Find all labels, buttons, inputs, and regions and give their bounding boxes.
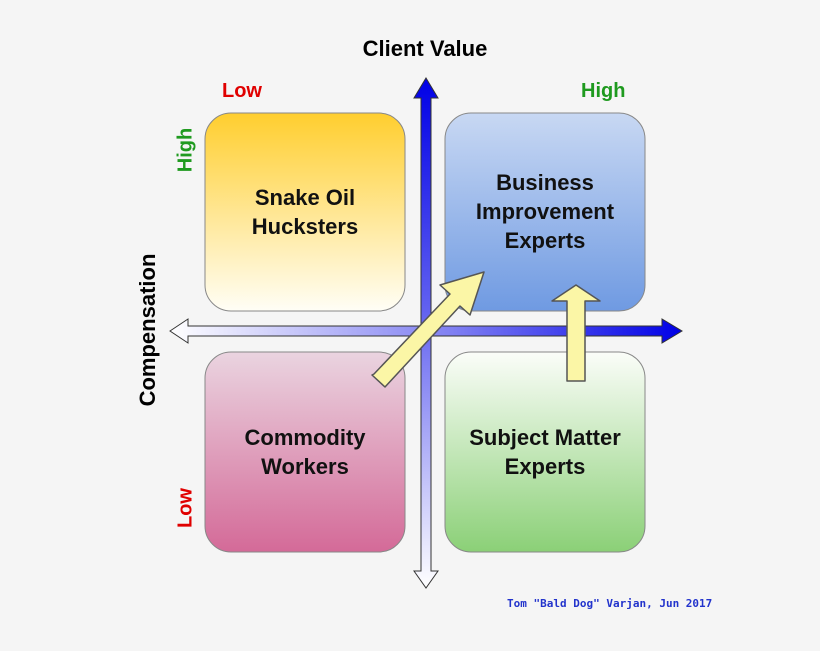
quadrant-bottom-right-label: Subject Matter Experts xyxy=(445,352,645,552)
quadrant-top-right-line1: Business xyxy=(496,170,594,195)
quadrant-bottom-left-label: Commodity Workers xyxy=(205,352,405,552)
quadrant-top-right-box xyxy=(444,112,646,312)
y-axis-title: Compensation xyxy=(135,253,160,407)
quadrant-top-left-box xyxy=(204,112,406,312)
y-axis-low-label: Low xyxy=(174,488,197,528)
vertical-progress-arrow xyxy=(551,284,601,382)
quadrant-bottom-left-line1: Commodity xyxy=(244,425,366,450)
quadrant-top-left-label: Snake Oil Hucksters xyxy=(205,113,405,311)
quadrant-bottom-right-line2: Experts xyxy=(504,454,586,479)
quadrant-top-left-line2: Hucksters xyxy=(251,214,359,239)
quadrant-top-left-line1: Snake Oil xyxy=(254,185,356,210)
x-axis-low-label: Low xyxy=(222,80,262,102)
author-credit: Tom "Bald Dog" Varjan, Jun 2017 xyxy=(507,597,713,610)
x-axis-high-label: High xyxy=(581,80,626,102)
diagonal-progress-arrow xyxy=(371,271,485,388)
quadrant-bottom-left-box xyxy=(204,351,406,553)
quadrant-bottom-right-line1: Subject Matter xyxy=(469,425,621,450)
quadrant-bottom-left-line2: Workers xyxy=(261,454,349,479)
quadrant-bottom-right-box xyxy=(444,351,646,553)
y-axis-high-label: High xyxy=(174,127,197,173)
quadrant-top-right-label: Business Improvement Experts xyxy=(445,113,645,311)
quadrant-top-right-line2: Improvement xyxy=(475,199,615,224)
x-axis-title: Client Value xyxy=(362,36,488,61)
quadrant-top-right-line3: Experts xyxy=(504,228,586,253)
